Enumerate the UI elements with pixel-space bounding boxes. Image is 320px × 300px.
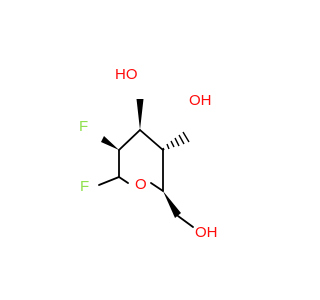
wedge-bond-c2-ch2 (163, 191, 181, 218)
wedge-bond-c5-f (101, 136, 119, 150)
label-ho-c4: HO (115, 66, 138, 83)
label-oh-ch2: OH (195, 224, 218, 241)
label-f-c5: F (79, 118, 88, 135)
label-oh-c3: OH (189, 92, 212, 109)
hashed-bond-c3-oh (162, 131, 190, 151)
wedge-bond-c4-oh (136, 99, 144, 130)
structure-canvas: HO OH F F O OH (79, 66, 218, 241)
ring-bonds (98, 129, 194, 228)
molecule-structure: HO OH F F O OH (79, 66, 218, 241)
label-f-c6: F (80, 178, 89, 195)
label-ring-oxygen: O (135, 176, 147, 193)
